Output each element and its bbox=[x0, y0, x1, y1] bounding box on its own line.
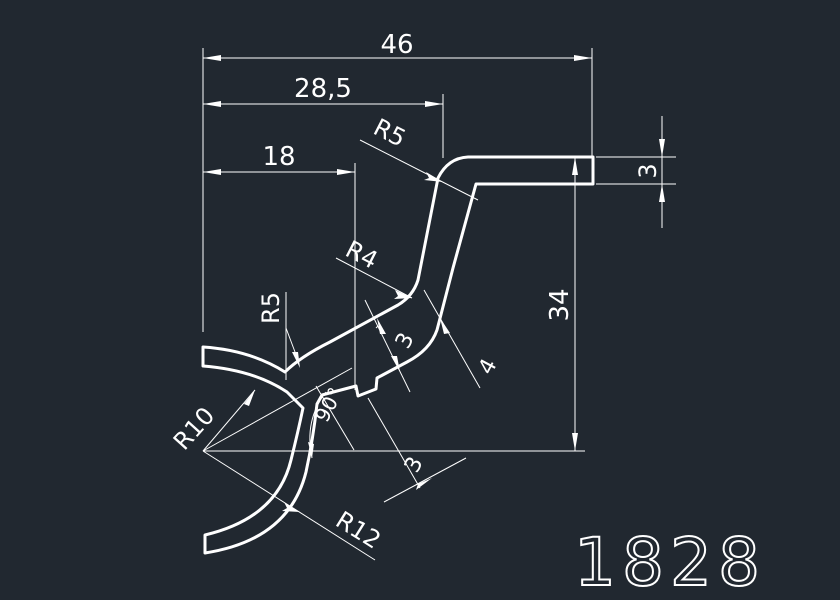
radius-inner-arc: R10 bbox=[168, 402, 220, 456]
radius-lower-bend: R5 bbox=[257, 292, 285, 324]
part-number-block: 1828 bbox=[573, 523, 766, 600]
wall-thickness-4: 4 bbox=[423, 289, 503, 389]
dimension-34: 34 bbox=[545, 157, 578, 451]
dim-overall-width: 46 bbox=[380, 30, 413, 60]
wall-thickness-3-lower: 3 bbox=[367, 397, 467, 503]
radius-r4: R4 bbox=[335, 235, 413, 299]
dimension-46: 46 bbox=[203, 30, 592, 61]
radius-middle-bend: R4 bbox=[341, 235, 382, 274]
radius-r12: R12 bbox=[202, 450, 386, 561]
dimension-18: 18 bbox=[203, 142, 355, 175]
radius-top-bend: R5 bbox=[369, 113, 410, 152]
radius-r5-top: R5 bbox=[359, 113, 479, 201]
radius-outer-arc: R12 bbox=[331, 506, 386, 555]
wall-thickness-3-middle: 3 bbox=[364, 299, 420, 393]
dim-width-to-lower-bend: 18 bbox=[262, 142, 295, 172]
dimension-28-5: 28,5 bbox=[203, 74, 443, 107]
extension-lines bbox=[202, 48, 676, 452]
wall-thickness-b: 4 bbox=[474, 355, 503, 379]
profile-outline bbox=[201, 155, 595, 555]
wall-thickness-c: 3 bbox=[400, 453, 429, 477]
radius-r5-lower: R5 bbox=[257, 292, 300, 380]
dimension-3-top: 3 bbox=[634, 139, 665, 202]
dim-top-flange-thickness: 3 bbox=[634, 163, 662, 178]
part-number: 1828 bbox=[574, 524, 766, 600]
wall-thickness-a: 3 bbox=[391, 329, 420, 353]
dim-height: 34 bbox=[545, 288, 575, 321]
profile-outer-edge bbox=[201, 155, 595, 555]
dim-width-to-bend: 28,5 bbox=[294, 74, 352, 104]
